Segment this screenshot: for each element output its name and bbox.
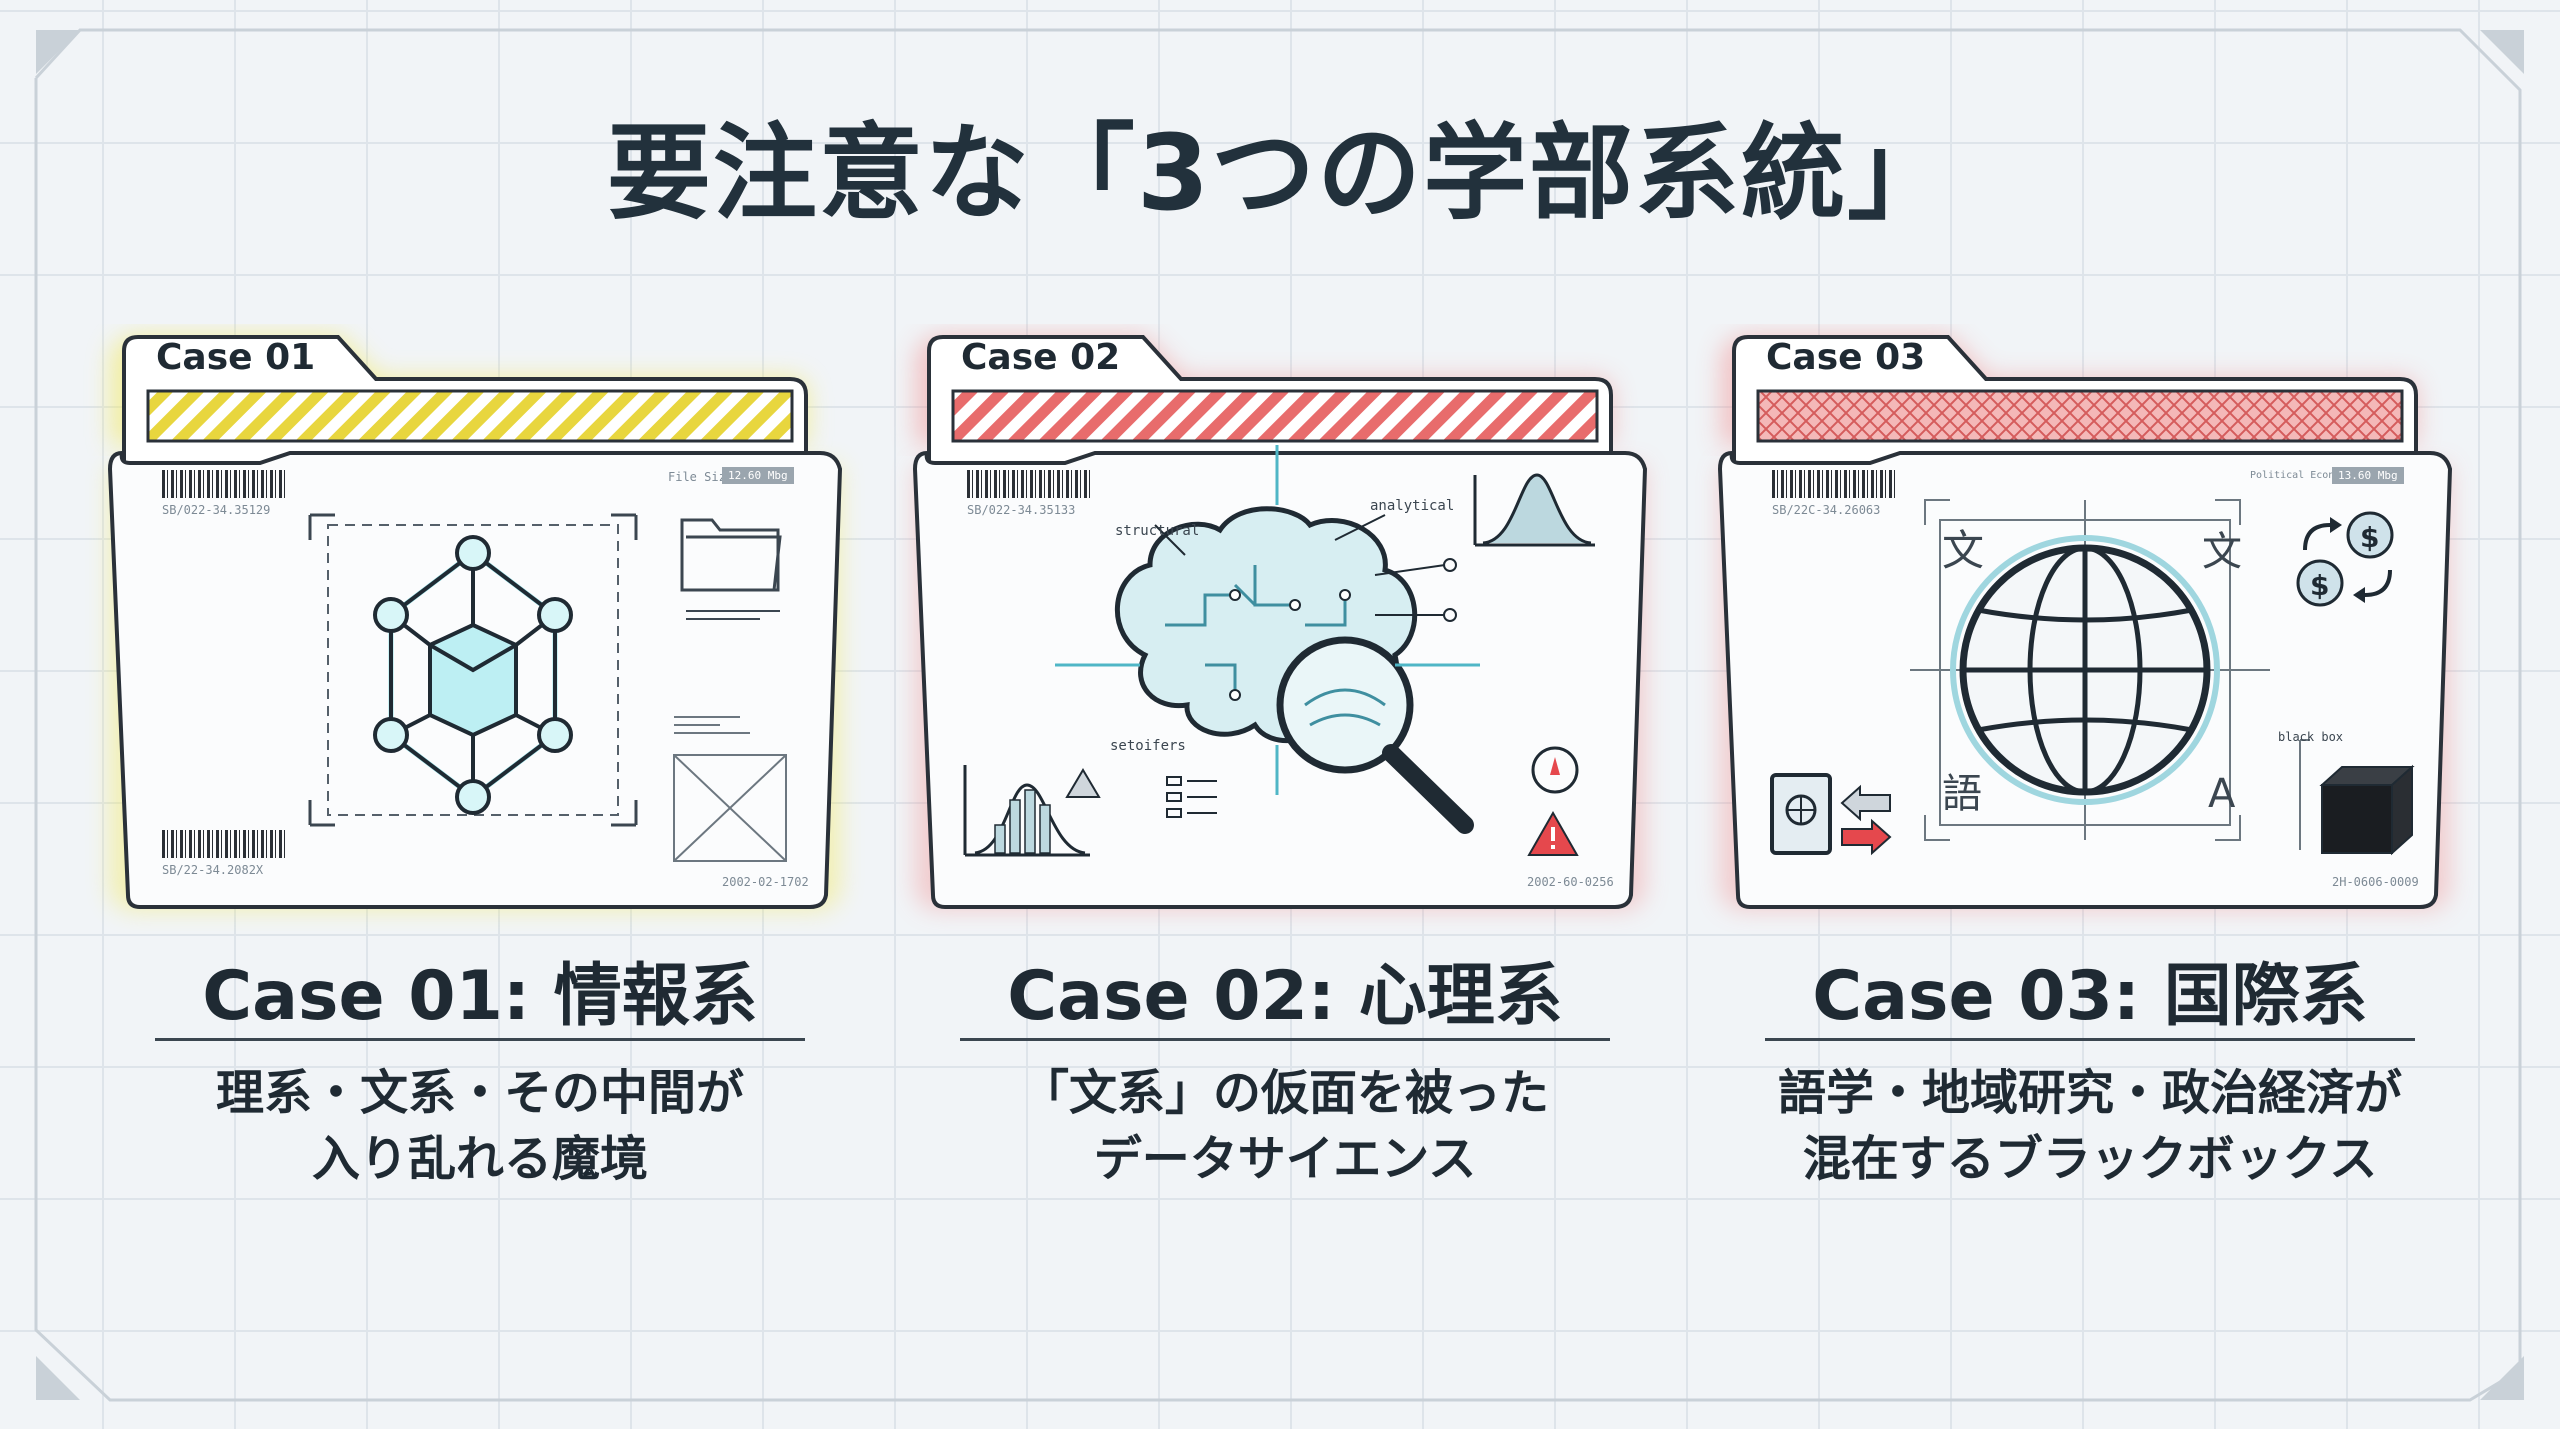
- case-03-card[interactable]: 文 文 語 A $ $ Case 03 SB/22C-: [1710, 325, 2470, 1205]
- black-box-icon: [2299, 739, 2415, 856]
- barcode-icon: [1772, 470, 1897, 498]
- folder-case-02: [912, 335, 1648, 910]
- case-01-divider: [155, 1038, 805, 1041]
- barcode-icon: [162, 830, 287, 858]
- brain-magnifier-icon: [1055, 445, 1480, 834]
- case-01-id-bottom: SB/22-34.2082X: [162, 863, 264, 877]
- svg-text:A: A: [2208, 771, 2236, 817]
- case-03-description: 語学・地域研究・政治経済が 混在するブラックボックス: [1710, 1060, 2470, 1192]
- case-02-desc-line-1: 「文系」の仮面を被った: [1020, 1065, 1549, 1121]
- case-02-label-side: setoifers: [1110, 738, 1186, 754]
- folder-case-01: [107, 335, 843, 910]
- bell-curve-icon: [1473, 473, 1595, 547]
- case-03-date: 2H-0606-0009: [2332, 875, 2419, 889]
- case-03-desc-line-2: 混在するブラックボックス: [1802, 1131, 2378, 1187]
- barcode-icon: [967, 470, 1092, 498]
- case-01-id-top: SB/022-34.35129: [162, 503, 271, 517]
- case-01-meta-label: File Size: [668, 470, 734, 484]
- case-02-date: 2002-60-0256: [1527, 875, 1614, 889]
- case-03-desc-line-1: 語学・地域研究・政治経済が: [1777, 1065, 2402, 1121]
- gauge-icon: [1531, 746, 1579, 794]
- svg-text:語: 語: [1942, 771, 1982, 817]
- case-03-black-box-label: black box: [2278, 730, 2344, 744]
- case-02-description: 「文系」の仮面を被った データサイエンス: [905, 1060, 1665, 1192]
- list-icon: [1166, 776, 1217, 818]
- case-01-card[interactable]: Case 01 SB/022-34.35129 SB/22-34.2082X F…: [100, 325, 860, 1205]
- case-02-label-structural: structural: [1115, 523, 1200, 539]
- case-01-desc-line-2: 入り乱れる魔境: [311, 1131, 648, 1187]
- folder-case-03: 文 文 語 A $ $: [1717, 335, 2453, 910]
- case-03-title: Case 03: 国際系: [1812, 957, 2368, 1036]
- histogram-icon: [963, 765, 1090, 857]
- svg-text:文: 文: [1942, 526, 1984, 575]
- translate-icon: 文 文 語 A: [1942, 526, 2242, 817]
- case-01-description: 理系・文系・その中間が 入り乱れる魔境: [100, 1060, 860, 1192]
- case-03-meta-value: 13.60 Mbg: [2332, 467, 2404, 484]
- case-02-desc-line-2: データサイエンス: [1093, 1131, 1477, 1187]
- case-02-divider: [960, 1038, 1610, 1041]
- case-02-tab[interactable]: Case 02: [961, 337, 1121, 378]
- case-02-card[interactable]: Case 02 SB/022-34.35133 structural analy…: [905, 325, 1665, 1205]
- globe-icon: [1910, 499, 2270, 841]
- case-02-title: Case 02: 心理系: [1007, 957, 1563, 1036]
- case-03-tab[interactable]: Case 03: [1766, 337, 1926, 378]
- case-01-title: Case 01: 情報系: [202, 957, 758, 1036]
- svg-text:$: $: [2360, 521, 2379, 554]
- case-03-divider: [1765, 1038, 2415, 1041]
- network-cube-icon: [308, 513, 638, 827]
- case-03-meta-label: Political Economy: [2250, 470, 2353, 481]
- svg-text:$: $: [2310, 569, 2329, 602]
- case-02-id-top: SB/022-34.35133: [967, 503, 1076, 517]
- case-01-meta-value: 12.60 Mbg: [722, 467, 794, 484]
- placeholder-box-icon: [673, 716, 787, 862]
- svg-text:文: 文: [2202, 529, 2242, 575]
- currency-exchange-icon: $ $: [2296, 511, 2394, 607]
- page-title: 要注意な「3つの学部系統」: [606, 112, 1954, 234]
- barcode-icon: [162, 470, 287, 498]
- case-01-date: 2002-02-1702: [722, 875, 809, 889]
- passport-icon: [1770, 773, 1892, 856]
- warning-icon: [1065, 768, 1579, 856]
- case-01-desc-line-1: 理系・文系・その中間が: [215, 1065, 744, 1121]
- case-02-label-analytical: analytical: [1370, 498, 1455, 514]
- case-03-id-top: SB/22C-34.26063: [1772, 503, 1881, 517]
- case-01-tab[interactable]: Case 01: [156, 337, 316, 378]
- folder-sketch-icon: [680, 518, 782, 620]
